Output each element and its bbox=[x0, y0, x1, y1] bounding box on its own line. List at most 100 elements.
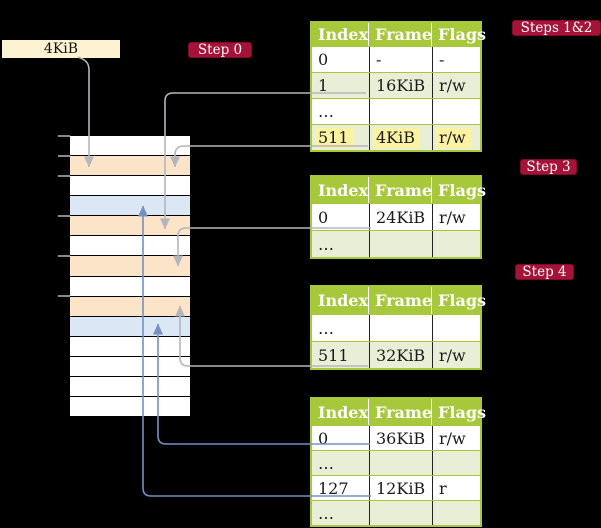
column-header-flags: Flags bbox=[431, 177, 486, 203]
step-4-badge: Step 4 bbox=[515, 264, 574, 280]
memory-frame-row-6 bbox=[70, 255, 190, 276]
table-cell bbox=[432, 99, 480, 124]
column-header-flags: Flags bbox=[431, 399, 486, 425]
free-frame-size-box: 4KiB bbox=[2, 40, 120, 58]
memory-column bbox=[70, 136, 190, 417]
table-cell: r bbox=[432, 476, 480, 500]
column-header-frame: Frame bbox=[368, 23, 432, 46]
table-cell: 4KiB bbox=[369, 125, 432, 150]
memory-frame-row-5 bbox=[70, 235, 190, 256]
free-frame-size-label: 4KiB bbox=[43, 41, 79, 57]
memory-frame-row-4 bbox=[70, 215, 190, 236]
memory-frame-row-11 bbox=[70, 355, 190, 376]
step-4-label: Step 4 bbox=[522, 264, 567, 280]
table-cell bbox=[369, 315, 432, 341]
table-cell: r/w bbox=[432, 125, 480, 150]
memory-frame-row-7 bbox=[70, 275, 190, 296]
table-cell: r/w bbox=[432, 426, 480, 450]
table-cell: 16KiB bbox=[369, 73, 432, 98]
table-cell bbox=[369, 99, 432, 124]
table-cell bbox=[432, 231, 480, 257]
table-cell: - bbox=[432, 47, 480, 72]
table-cell: … bbox=[318, 453, 334, 473]
table-row: … bbox=[312, 500, 480, 525]
memory-boundary-tick bbox=[58, 135, 70, 137]
table-cell: 0 bbox=[318, 50, 329, 69]
table-cell: 0 bbox=[318, 207, 329, 227]
table-cell bbox=[369, 231, 432, 257]
memory-frame-row-12 bbox=[70, 375, 190, 397]
table-cell: … bbox=[318, 102, 334, 121]
table-row: … bbox=[312, 98, 480, 124]
highlighted-value: 511 bbox=[315, 127, 354, 148]
highlighted-value: r/w bbox=[436, 127, 471, 148]
table-row: 0 -- bbox=[312, 46, 480, 72]
memory-frame-row-8 bbox=[70, 295, 190, 316]
table-cell: r/w bbox=[432, 73, 480, 98]
column-header-flags: Flags bbox=[431, 23, 486, 46]
table-cell: 32KiB bbox=[369, 342, 432, 368]
column-header-index: Index bbox=[318, 291, 369, 310]
memory-boundary-tick bbox=[58, 155, 70, 157]
table-row: … bbox=[312, 230, 480, 257]
table-cell: … bbox=[318, 503, 334, 523]
step-0-label: Step 0 bbox=[197, 42, 243, 58]
step-0-badge: Step 0 bbox=[188, 42, 252, 58]
table-cell bbox=[432, 451, 480, 475]
table-cell: r/w bbox=[432, 204, 480, 230]
table-cell: - bbox=[369, 47, 432, 72]
table-cell: 511 bbox=[318, 345, 349, 365]
memory-frame-row-0 bbox=[70, 136, 190, 156]
step-3-label: Step 3 bbox=[526, 159, 571, 175]
memory-frame-row-2 bbox=[70, 175, 190, 196]
memory-frame-row-3 bbox=[70, 195, 190, 216]
column-header-frame: Frame bbox=[368, 287, 432, 314]
table-row: … bbox=[312, 314, 480, 341]
table-cell: 12KiB bbox=[369, 476, 432, 500]
memory-frame-row-9 bbox=[70, 315, 190, 336]
memory-boundary-tick bbox=[58, 255, 70, 257]
step-3-badge: Step 3 bbox=[520, 159, 577, 175]
table-cell: 0 bbox=[318, 428, 329, 448]
table-cell: 24KiB bbox=[369, 204, 432, 230]
table-cell bbox=[432, 315, 480, 341]
memory-boundary-tick bbox=[58, 175, 70, 177]
table-row: … bbox=[312, 450, 480, 475]
table-cell bbox=[369, 501, 432, 525]
table-cell: 36KiB bbox=[369, 426, 432, 450]
table-cell: … bbox=[318, 234, 334, 254]
memory-frame-row-13 bbox=[70, 396, 190, 417]
table-cell: r/w bbox=[432, 342, 480, 368]
memory-boundary-tick bbox=[58, 295, 70, 297]
table-cell bbox=[369, 451, 432, 475]
column-header-frame: Frame bbox=[368, 399, 432, 425]
memory-boundary-tick bbox=[58, 215, 70, 217]
memory-frame-row-1 bbox=[70, 155, 190, 176]
memory-frame-row-10 bbox=[70, 335, 190, 356]
steps-1-2-label: Steps 1&2 bbox=[520, 20, 593, 36]
table-cell: 127 bbox=[318, 478, 349, 498]
table-row: 511 4KiB r/w bbox=[312, 124, 480, 150]
column-header-index: Index bbox=[318, 25, 369, 44]
table-cell bbox=[432, 501, 480, 525]
highlighted-value: 4KiB bbox=[373, 127, 421, 148]
table-cell: … bbox=[318, 318, 334, 338]
table-cell: 511 bbox=[312, 125, 369, 150]
table-cell: 1 bbox=[318, 76, 329, 95]
column-header-index: Index bbox=[318, 402, 369, 422]
column-header-flags: Flags bbox=[431, 287, 486, 314]
column-header-frame: Frame bbox=[368, 177, 432, 203]
